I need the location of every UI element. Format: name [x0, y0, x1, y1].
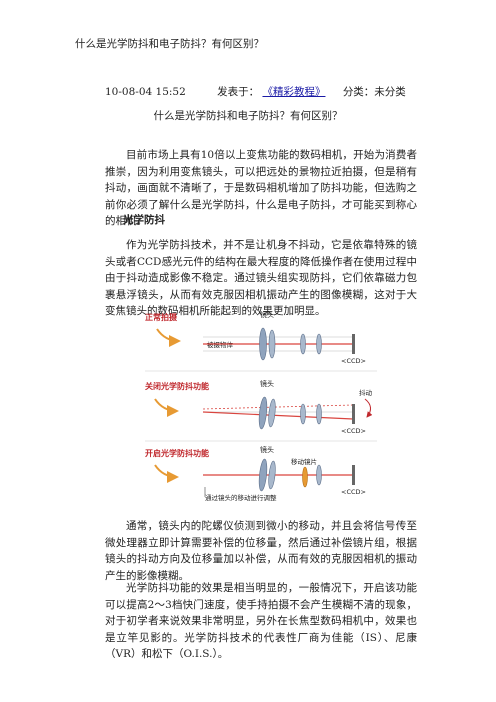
panel-3-lens-4: [316, 464, 322, 486]
paragraph-intro: 目前市场上具有10倍以上变焦功能的数码相机，开始为消费者推崇，因为利用变焦镜头，…: [105, 149, 417, 227]
panel-1-label: 正常拍摄: [145, 312, 178, 322]
panel-3-ccd-label: <CCD>: [341, 488, 366, 496]
panel-2-label: 关闭光学防抖功能: [145, 381, 209, 391]
panel-3-ccd: [352, 465, 355, 485]
panel-2-lens-2: [268, 398, 276, 428]
stabilization-diagram: 正常拍摄 镜头 被摄物体 <CCD> 关闭光学防抖功能 镜头: [145, 310, 377, 502]
paragraph-optical-stabilization: 作为光学防抖技术，并不是让机身不抖动，它是依靠特殊的镜头或者CCD感光元件的结构…: [105, 239, 417, 317]
paragraph-gyroscope: 通常，镜头内的陀螺仪侦测到微小的移动，并且会将信号传至微处理器立即计算需要补偿的…: [105, 520, 417, 582]
shake-arrow-icon: [364, 398, 373, 418]
panel-2-beam: [202, 411, 354, 420]
panel-2-lens: [258, 396, 268, 430]
panel-2-ccd: [352, 404, 355, 424]
panel-3-lens-label: 镜头: [260, 445, 274, 454]
panel-normal-shooting: 正常拍摄 镜头 被摄物体 <CCD>: [145, 310, 366, 365]
panel-1-lens: [259, 327, 267, 361]
panel-1-ccd: [352, 334, 355, 354]
panel-3-lens-2: [268, 460, 276, 490]
panel-3-adjust-label: 通过镜头的移动进行调整: [205, 493, 277, 502]
panel-1-lens-label: 镜头: [260, 310, 274, 319]
panel-1-lens-3: [300, 333, 306, 355]
posted-in-label: 发表于：: [217, 86, 260, 98]
panel-1-lens-4: [316, 333, 322, 355]
panel-2-shake-label: 抖动: [359, 388, 373, 397]
post-meta: 10-08-04 15:52 发表于： 《精彩教程》 分类：未分类: [105, 85, 406, 99]
page-title: 什么是光学防抖和电子防抖？有何区别？: [75, 38, 264, 50]
section-heading: 光学防抖: [123, 214, 165, 226]
panel-1-ccd-label: <CCD>: [341, 357, 366, 365]
panel-3-lens: [258, 458, 268, 492]
category-link[interactable]: 《精彩教程》: [262, 86, 326, 98]
panel-2-lens-3: [300, 403, 306, 425]
paragraph-effect: 光学防抖功能的效果是相当明显的，一般情况下，开启该功能可以提高2～3档快门速度，…: [105, 582, 417, 660]
panel-3-moving-lens-label: 移动镜片: [291, 457, 317, 466]
panel-1-lens-2: [268, 329, 276, 359]
panel-2-lens-label: 镜头: [260, 379, 274, 388]
panel-3-moving-lens: [302, 466, 308, 488]
panel-1-arrow: [156, 328, 181, 347]
article-title: 什么是光学防抖和电子防抖？有何区别？: [153, 110, 343, 122]
panel-stabilization-off: 关闭光学防抖功能 镜头 抖动 <CCD>: [145, 379, 373, 435]
panel-3-arrow: [154, 464, 179, 483]
panel-2-ccd-label: <CCD>: [341, 427, 366, 435]
panel-2-beam-shift: [202, 404, 354, 410]
panel-3-label: 开启光学防抖功能: [145, 448, 209, 458]
panel-2-lens-4: [316, 403, 322, 425]
classification-label: 分类：未分类: [342, 86, 406, 98]
panel-stabilization-on: 开启光学防抖功能 镜头 移动镜片 <CCD> 通过镜头的移动进行调整: [145, 445, 366, 502]
post-datetime: 10-08-04 15:52: [105, 86, 186, 98]
panel-2-arrow: [154, 398, 179, 417]
